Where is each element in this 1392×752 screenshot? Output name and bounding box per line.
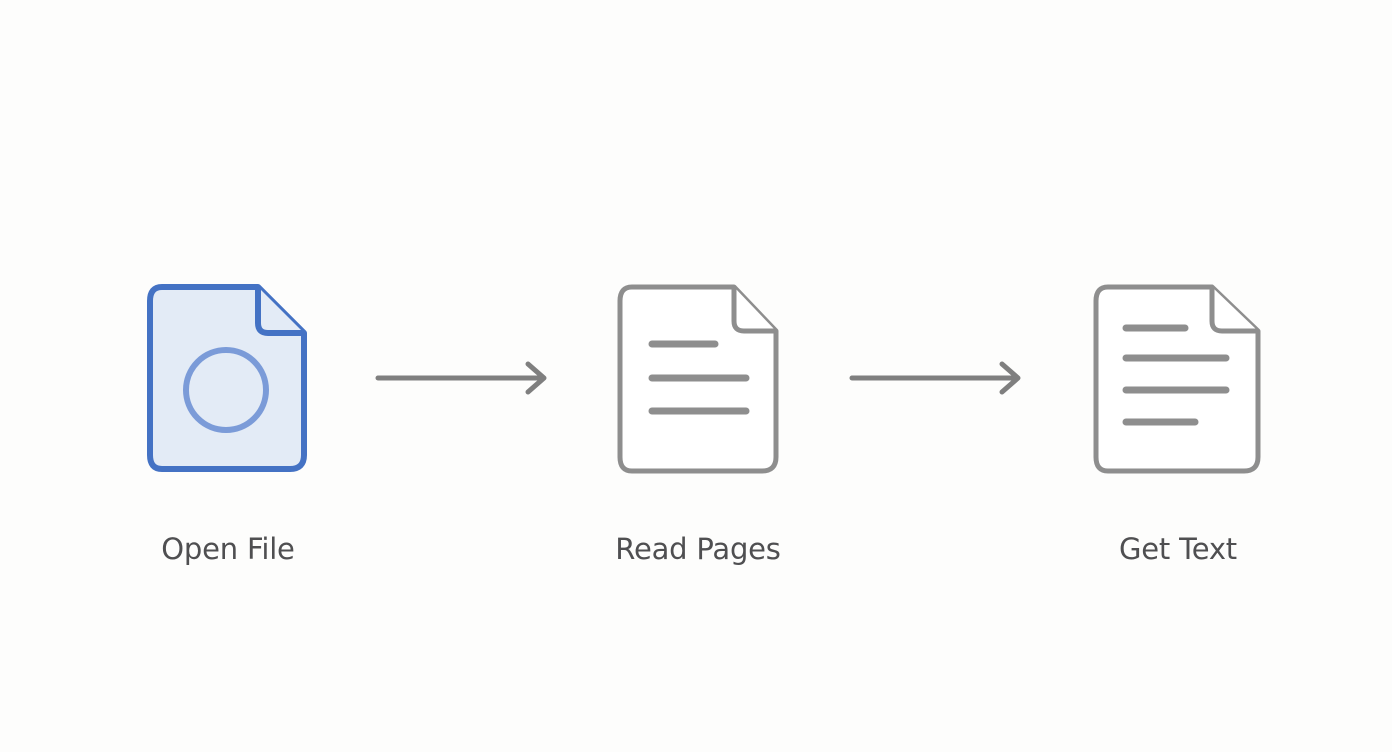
step-open-file: Open File [128,283,328,583]
step-label: Get Text [1119,532,1237,566]
file-text-icon [1093,284,1261,474]
step-read-pages: Read Pages [598,283,798,583]
arrow-right-icon [849,361,1021,395]
step-label: Open File [161,532,295,566]
step-label: Read Pages [615,532,781,566]
file-lines-icon [617,284,779,474]
step-get-text: Get Text [1078,283,1278,583]
file-circle-icon [147,284,307,472]
arrow-right-icon [375,361,547,395]
